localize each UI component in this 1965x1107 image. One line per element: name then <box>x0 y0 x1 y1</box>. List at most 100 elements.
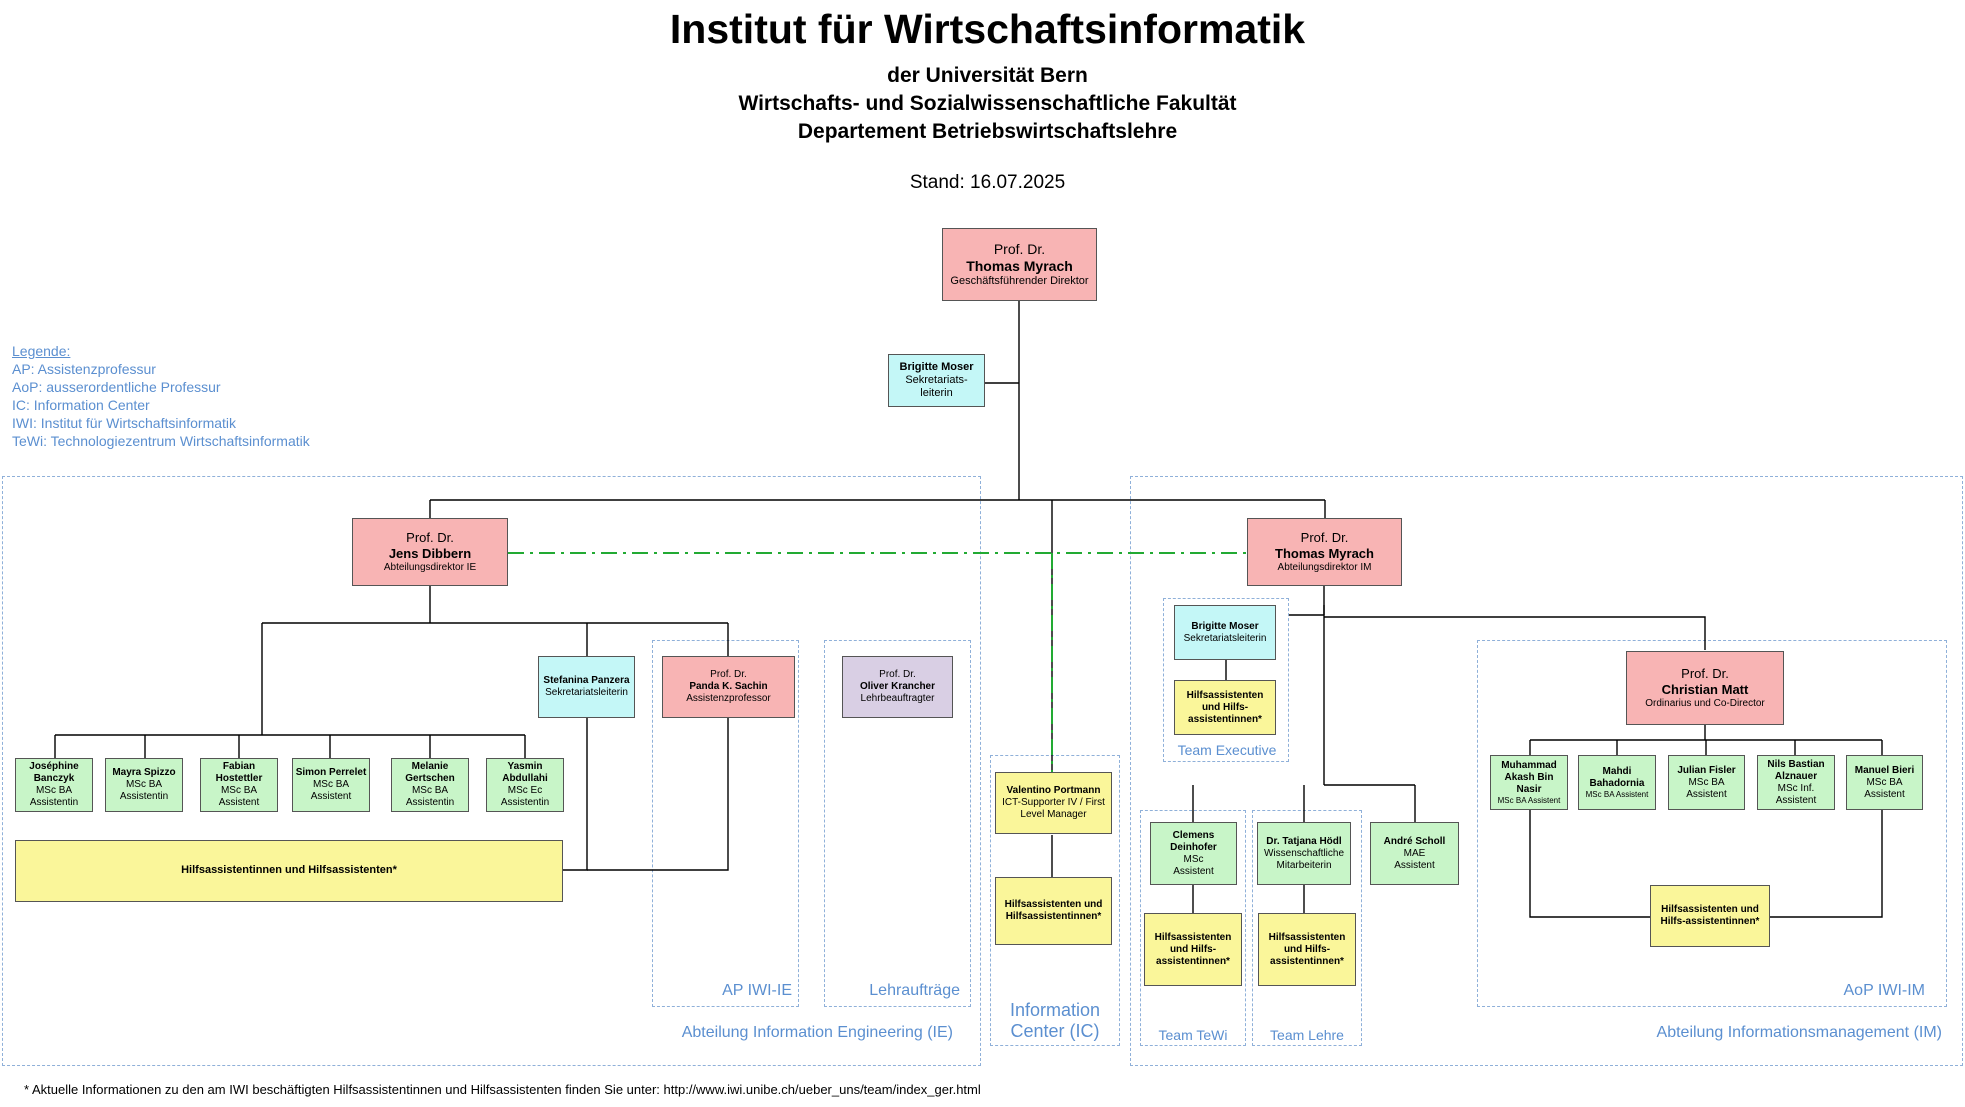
aop-helpers-box[interactable]: Hilfsassistenten und Hilfs-assistentinne… <box>1650 885 1770 947</box>
staff-degree: MSc BA <box>35 785 73 796</box>
im-andre-name: André Scholl <box>1383 835 1446 847</box>
im-andre-box[interactable]: André Scholl MAE Assistent <box>1370 822 1459 885</box>
im-tewi-helpers: Hilfsassistenten und Hilfs-assistentinne… <box>1154 931 1232 967</box>
staff-name: Simon Perrelet <box>295 767 367 778</box>
staff-role: Assistent <box>218 797 260 808</box>
ic-helpers-box[interactable]: Hilfsassistenten und Hilfsassistentinnen… <box>995 877 1112 945</box>
ap-box[interactable]: Prof. Dr. Panda K. Sachin Assistenzprofe… <box>662 656 795 718</box>
director-title: Prof. Dr. <box>993 241 1046 258</box>
ic-person-role: ICT-Supporter IV / First Level Manager <box>1002 797 1105 820</box>
legend-item: TeWi: Technologiezentrum Wirtschaftsinfo… <box>12 433 310 449</box>
legend-item: IC: Information Center <box>12 397 150 413</box>
aop-staff-box[interactable]: Manuel Bieri MSc BA Assistent <box>1846 755 1923 810</box>
date-stamp: Stand: 16.07.2025 <box>909 172 1066 193</box>
staff-degree: MSc BA <box>1688 776 1725 788</box>
legend-heading[interactable]: Legende: <box>12 343 71 359</box>
ap-role: Assistenzprofessor <box>686 693 771 704</box>
staff-role: Assistentin <box>119 791 169 802</box>
ic-person-name: Valentino Portmann <box>1006 785 1101 796</box>
staff-name: Manuel Bieri <box>1854 764 1915 776</box>
lehr-title: Prof. Dr. <box>879 669 916 680</box>
staff-name: Nils Bastian Alznauer <box>1767 758 1825 782</box>
ie-secretary-name: Stefanina Panzera <box>543 675 630 686</box>
ic-helpers-label: Hilfsassistenten und Hilfsassistentinnen… <box>1004 899 1103 922</box>
aop-staff-box[interactable]: Nils Bastian Alznauer MSc Inf. Assistent <box>1757 755 1835 810</box>
aop-staff-box[interactable]: Mahdi Bahadornia MSc BA Assistent <box>1578 755 1656 810</box>
im-andre-degree: MAE <box>1403 847 1426 859</box>
ie-staff-box[interactable]: Fabian Hostettler MSc BA Assistent <box>200 758 278 812</box>
staff-role: Assistent <box>310 791 352 802</box>
legend: Legende: AP: Assistenzprofessur AoP: aus… <box>12 342 310 450</box>
im-tewi-box[interactable]: Clemens Deinhofer MSc Assistent <box>1150 822 1237 885</box>
im-lehre-helpers-box[interactable]: Hilfsassistenten und Hilfs-assistentinne… <box>1258 913 1356 986</box>
im-tewi-helpers-box[interactable]: Hilfsassistenten und Hilfs-assistentinne… <box>1144 913 1242 986</box>
staff-role: Assistentin <box>29 797 79 808</box>
ap-title: Prof. Dr. <box>710 669 747 680</box>
ie-secretary-role: Sekretariatsleiterin <box>545 687 628 698</box>
secretary-top-box[interactable]: Brigitte Moser Sekretariats-leiterin <box>888 354 985 407</box>
aop-head-box[interactable]: Prof. Dr. Christian Matt Ordinarius und … <box>1626 651 1784 725</box>
staff-name: Mahdi Bahadornia <box>1589 765 1645 789</box>
group-ie <box>2 476 981 1066</box>
ie-staff-box[interactable]: Mayra Spizzo MSc BA Assistentin <box>105 758 183 812</box>
aop-staff-box[interactable]: Julian Fisler MSc BA Assistent <box>1668 755 1745 810</box>
ic-group-label: Information Center (IC) <box>990 1000 1120 1042</box>
lehr-box[interactable]: Prof. Dr. Oliver Krancher Lehrbeauftragt… <box>842 656 953 718</box>
ie-staff-box[interactable]: Melanie Gertschen MSc BA Assistentin <box>391 758 469 812</box>
subtitle-faculty: Wirtschafts- und Sozialwissenschaftliche… <box>738 92 1237 115</box>
staff-degree: MSc BA <box>125 779 163 790</box>
director-role: Geschäftsführender Direktor <box>950 274 1089 287</box>
staff-degree: MSc Inf. <box>1777 782 1815 794</box>
ie-secretary-box[interactable]: Stefanina Panzera Sekretariatsleiterin <box>538 656 635 718</box>
staff-degree: MSc BA Assistent <box>1497 795 1561 805</box>
im-exec-secretary-box[interactable]: Brigitte Moser Sekretariatsleiterin <box>1174 605 1276 660</box>
tewi-group-label: Team TeWi <box>1158 1027 1228 1043</box>
director-box[interactable]: Prof. Dr. Thomas Myrach Geschäftsführend… <box>942 228 1097 301</box>
ie-head-box[interactable]: Prof. Dr. Jens Dibbern Abteilungsdirekto… <box>352 518 508 586</box>
ie-staff-box[interactable]: Simon Perrelet MSc BA Assistent <box>292 758 370 812</box>
ie-head-name: Jens Dibbern <box>388 546 472 561</box>
group-lehr <box>824 640 971 1007</box>
staff-name: Melanie Gertschen <box>405 761 455 784</box>
im-head-box[interactable]: Prof. Dr. Thomas Myrach Abteilungsdirekt… <box>1247 518 1402 586</box>
ie-head-role: Abteilungsdirektor IE <box>383 561 477 573</box>
staff-name: Yasmin Abdullahi <box>502 761 548 784</box>
staff-degree: MSc Ec <box>507 785 543 796</box>
lehr-group-label: Lehraufträge <box>869 982 960 999</box>
staff-name: Fabian Hostettler <box>215 761 263 784</box>
subtitle-department: Departement Betriebswirtschaftslehre <box>797 120 1178 143</box>
legend-item: IWI: Institut für Wirtschaftsinformatik <box>12 415 237 431</box>
im-exec-role: Sekretariatsleiterin <box>1183 632 1267 644</box>
aop-staff-box[interactable]: Muhammad Akash Bin Nasir MSc BA Assisten… <box>1490 755 1568 810</box>
ic-label-line1: Information <box>1009 1000 1101 1020</box>
im-lehre-name: Dr. Tatjana Hödl <box>1266 835 1342 847</box>
director-name: Thomas Myrach <box>966 257 1073 274</box>
im-tewi-degree: MSc <box>1183 853 1204 865</box>
im-group-label: Abteilung Informationsmanagement (IM) <box>1656 1024 1942 1041</box>
staff-role: Assistent <box>1775 794 1817 806</box>
footnote: * Aktuelle Informationen zu den am IWI b… <box>24 1082 981 1097</box>
ic-person-box[interactable]: Valentino Portmann ICT-Supporter IV / Fi… <box>995 772 1112 834</box>
secretary-top-name: Brigitte Moser <box>899 360 974 373</box>
im-exec-helpers-box[interactable]: Hilfsassistenten und Hilfs-assistentinne… <box>1174 680 1276 735</box>
aop-head-role: Ordinarius und Co-Director <box>1645 697 1765 709</box>
staff-degree: MSc BA <box>220 785 258 796</box>
group-exec <box>1163 598 1289 762</box>
lehre-group-label: Team Lehre <box>1270 1027 1344 1043</box>
staff-name: Joséphine Banczyk <box>29 761 79 784</box>
ie-staff-box[interactable]: Yasmin Abdullahi MSc Ec Assistentin <box>486 758 564 812</box>
staff-role: Assistentin <box>405 797 455 808</box>
ap-name: Panda K. Sachin <box>689 681 768 692</box>
im-tewi-role: Assistent <box>1173 865 1214 877</box>
ie-group-label: Abteilung Information Engineering (IE) <box>681 1024 953 1041</box>
im-lehre-helpers: Hilfsassistenten und Hilfs-assistentinne… <box>1268 931 1346 967</box>
legend-item: AP: Assistenzprofessur <box>12 361 156 377</box>
ie-staff-box[interactable]: Joséphine Banczyk MSc BA Assistentin <box>15 758 93 812</box>
im-andre-role: Assistent <box>1394 859 1435 871</box>
ie-helpers-box[interactable]: Hilfsassistentinnen und Hilfsassistenten… <box>15 840 563 902</box>
secretary-top-role: Sekretariats-leiterin <box>905 373 968 400</box>
staff-degree: MSc BA Assistent <box>1585 789 1649 799</box>
staff-name: Julian Fisler <box>1677 764 1736 776</box>
im-head-role: Abteilungsdirektor IM <box>1277 561 1372 573</box>
im-lehre-box[interactable]: Dr. Tatjana Hödl Wissenschaftliche Mitar… <box>1257 822 1351 885</box>
